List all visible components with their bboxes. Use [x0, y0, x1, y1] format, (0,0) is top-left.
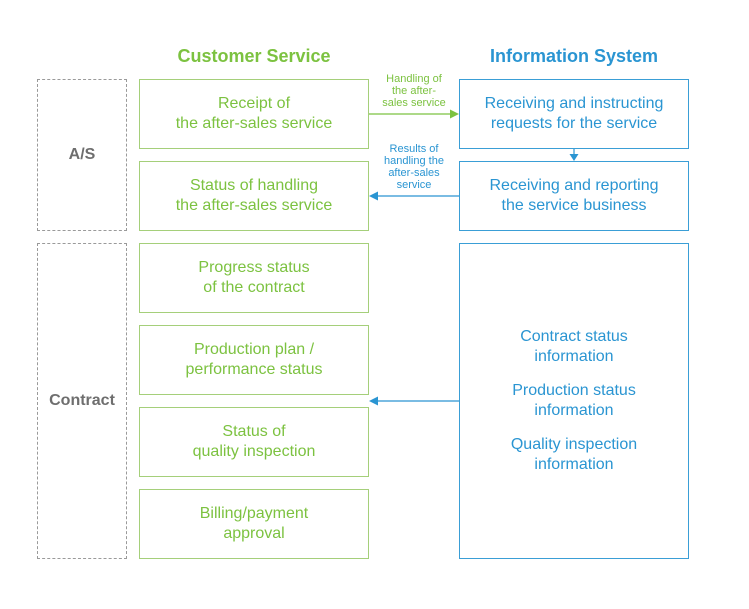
handling-arrow-label: Handling of the after- sales service — [382, 73, 446, 109]
production-status-info: Production status information — [512, 382, 636, 419]
quality-inspection-box: Status of quality inspection — [139, 407, 369, 477]
contract-arrowhead — [369, 396, 378, 406]
production-plan-box: Production plan / performance status — [139, 325, 369, 395]
receiving-reporting-box: Receiving and reporting the service busi… — [459, 161, 689, 231]
contract-group: Contract — [37, 243, 127, 559]
receiving-instructing-box: Receiving and instructing requests for t… — [459, 79, 689, 149]
progress-status-box: Progress status of the contract — [139, 243, 369, 313]
quality-inspection-info: Quality inspection information — [510, 436, 638, 473]
contract-info-list: Contract status information Production s… — [459, 243, 689, 559]
customer-service-header: Customer Service — [177, 46, 331, 66]
handling-arrowhead — [450, 109, 459, 119]
billing-approval-box: Billing/payment approval — [139, 489, 369, 559]
results-arrow-label: Results of handling the after-sales serv… — [384, 143, 444, 191]
down-arrowhead — [569, 154, 579, 161]
receipt-box: Receipt of the after-sales service — [139, 79, 369, 149]
as-group: A/S — [37, 79, 127, 231]
contract-info-box — [459, 243, 689, 559]
information-system-header: Information System — [489, 46, 659, 66]
status-handling-box: Status of handling the after-sales servi… — [139, 161, 369, 231]
as-group-label: A/S — [68, 146, 96, 163]
contract-status-info: Contract status information — [520, 328, 628, 365]
results-arrowhead — [369, 191, 378, 201]
contract-group-label: Contract — [49, 392, 115, 409]
